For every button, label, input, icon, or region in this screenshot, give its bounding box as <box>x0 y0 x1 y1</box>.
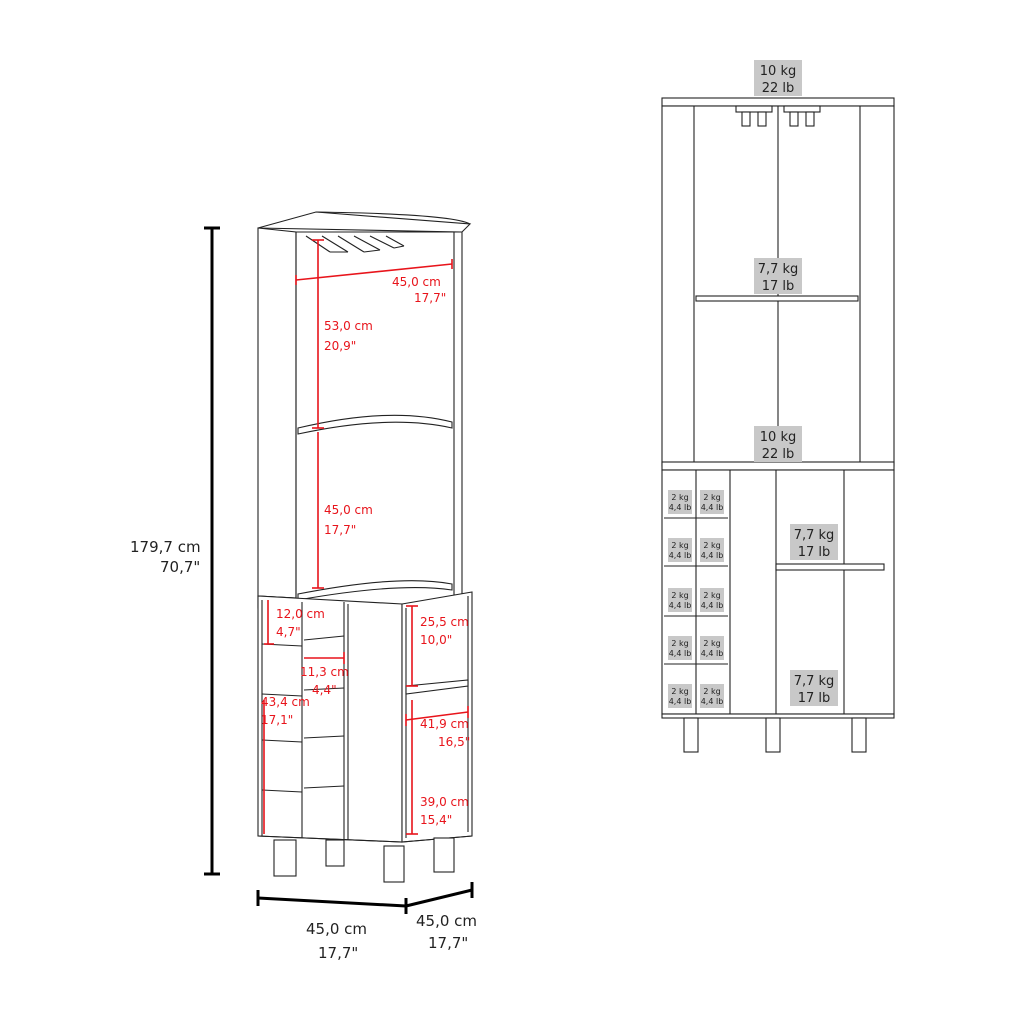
slot-lb: 4,4 lb <box>701 649 724 658</box>
slot-kg: 2 kg <box>671 591 688 600</box>
upper-height-cm: 53,0 cm <box>324 319 373 333</box>
slot-kg: 2 kg <box>703 541 720 550</box>
top-weight-lb: 22 lb <box>762 81 795 96</box>
overall-height-cm: 179,7 cm <box>130 538 201 556</box>
side-width-cm: 41,9 cm <box>420 717 469 731</box>
cabinet-legs <box>273 837 455 883</box>
overall-depth-in: 17,7" <box>428 934 468 952</box>
perspective-cabinet: 45,0 cm 17,7" 53,0 cm 20,9" 45,0 cm 17,7… <box>257 211 473 883</box>
overall-width-in: 17,7" <box>318 944 358 962</box>
slot-kg: 2 kg <box>671 493 688 502</box>
slot-kg: 2 kg <box>671 687 688 696</box>
mid-weight-kg: 10 kg <box>760 430 796 445</box>
slot-lb: 4,4 lb <box>701 503 724 512</box>
top-weight-kg: 10 kg <box>760 64 796 79</box>
slot-lb: 4,4 lb <box>669 503 692 512</box>
front-legs <box>683 717 867 753</box>
cab-shelf-weight-kg: 7,7 kg <box>794 528 835 543</box>
front-cabinet: 10 kg 22 lb 7,7 kg 17 lb 10 kg 22 lb 7,7… <box>661 60 895 753</box>
slot-kg: 2 kg <box>703 493 720 502</box>
side-lower-cm: 39,0 cm <box>420 795 469 809</box>
slot-height-cm: 12,0 cm <box>276 607 325 621</box>
mid-height-cm: 45,0 cm <box>324 503 373 517</box>
cab-bottom-weight-lb: 17 lb <box>798 691 831 706</box>
rack-height-cm: 43,4 cm <box>261 695 310 709</box>
slot-lb: 4,4 lb <box>669 649 692 658</box>
overall-dimensions <box>204 226 474 914</box>
rack-height-in: 17,1" <box>261 713 293 727</box>
slot-kg: 2 kg <box>671 541 688 550</box>
upper-shelf-weight-lb: 17 lb <box>762 279 795 294</box>
slot-kg: 2 kg <box>703 591 720 600</box>
slot-width-cm: 11,3 cm <box>300 665 349 679</box>
cab-shelf-weight-lb: 17 lb <box>798 545 831 560</box>
side-upper-cm: 25,5 cm <box>420 615 469 629</box>
inner-dimensions <box>263 239 469 835</box>
slot-width-in: 4,4" <box>312 683 337 697</box>
overall-width-cm: 45,0 cm <box>306 920 367 938</box>
slot-height-in: 4,7" <box>276 625 301 639</box>
side-lower-in: 15,4" <box>420 813 452 827</box>
top-width-cm: 45,0 cm <box>392 275 441 289</box>
side-upper-in: 10,0" <box>420 633 452 647</box>
mid-height-in: 17,7" <box>324 523 356 537</box>
slot-kg: 2 kg <box>703 687 720 696</box>
overall-depth-cm: 45,0 cm <box>416 912 477 930</box>
bottle-slot-tags: 2 kg 4,4 lb 2 kg 4,4 lb 2 kg 4,4 lb 2 kg… <box>668 490 724 708</box>
cab-bottom-weight-kg: 7,7 kg <box>794 674 835 689</box>
front-glass-rack <box>735 105 821 127</box>
slot-lb: 4,4 lb <box>701 697 724 706</box>
slot-lb: 4,4 lb <box>669 601 692 610</box>
upper-height-in: 20,9" <box>324 339 356 353</box>
overall-height-in: 70,7" <box>160 558 200 576</box>
mid-weight-lb: 22 lb <box>762 447 795 462</box>
slot-kg: 2 kg <box>671 639 688 648</box>
slot-lb: 4,4 lb <box>669 551 692 560</box>
slot-lb: 4,4 lb <box>701 551 724 560</box>
slot-kg: 2 kg <box>703 639 720 648</box>
side-width-in: 16,5" <box>438 735 470 749</box>
slot-lb: 4,4 lb <box>701 601 724 610</box>
slot-lb: 4,4 lb <box>669 697 692 706</box>
glass-rack <box>305 235 405 253</box>
upper-shelf-weight-kg: 7,7 kg <box>758 262 799 277</box>
top-width-in: 17,7" <box>414 291 446 305</box>
